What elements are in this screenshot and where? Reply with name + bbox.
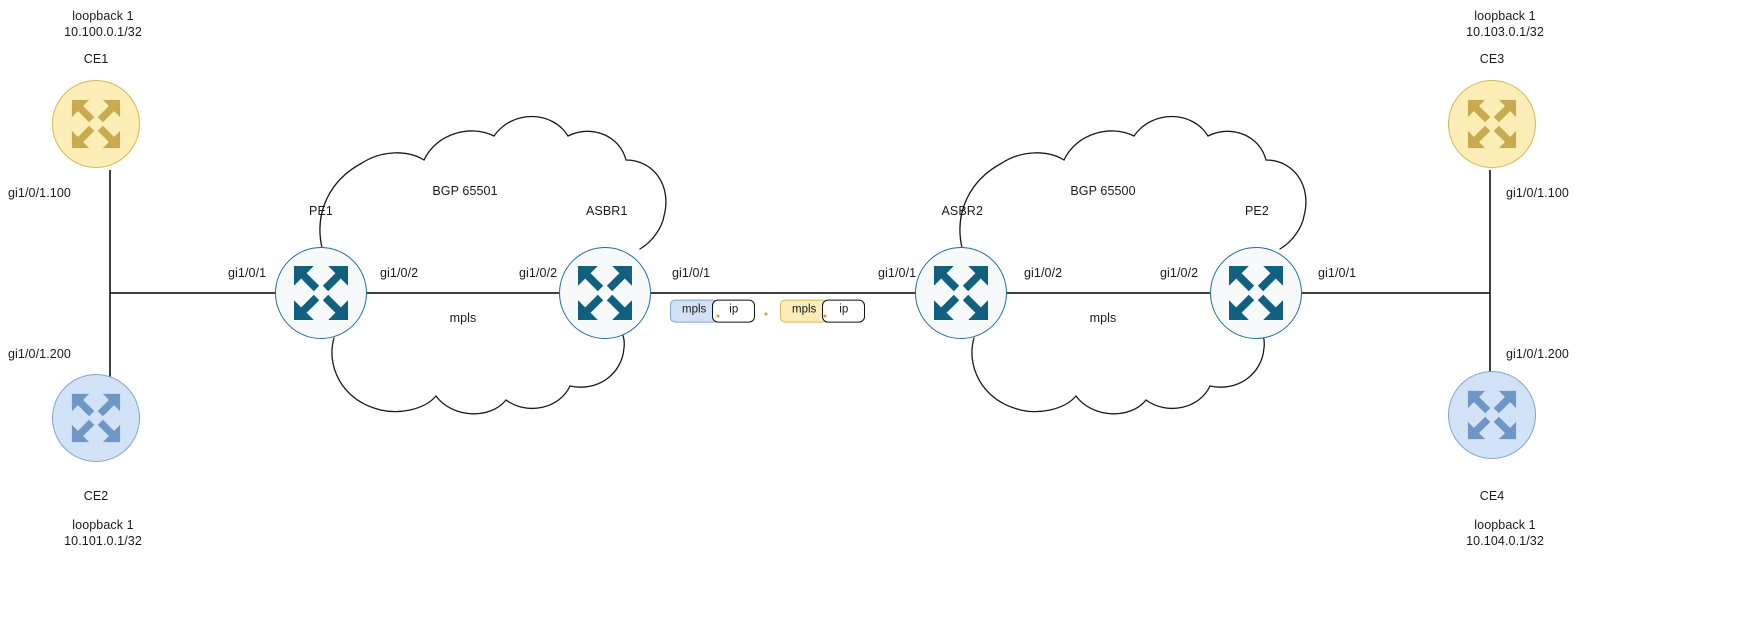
mpls-label-left: mpls [449, 311, 477, 325]
legend-dot-separator-blue [716, 314, 720, 318]
asbr1-left-iface-label: gi1/0/2 [519, 266, 558, 280]
asbr2-right-iface-label: gi1/0/2 [1024, 266, 1063, 280]
node-ce3[interactable] [1448, 80, 1536, 168]
cloud-left-as-label: BGP 65501 [432, 184, 498, 198]
ce4-iface-label: gi1/0/1.200 [1506, 347, 1569, 361]
ce3-loopback-label: loopback 1 [1474, 9, 1536, 23]
legend-dot-separator-middle [764, 312, 768, 316]
ce2-iface-label: gi1/0/1.200 [8, 347, 71, 361]
ce2-name: CE2 [83, 489, 109, 503]
legend-mpls-badge-gold[interactable]: mpls [780, 299, 829, 323]
ce1-name: CE1 [83, 52, 109, 66]
node-asbr1[interactable] [559, 247, 651, 339]
router-arrows-icon [1229, 266, 1283, 320]
pe1-left-iface-label: gi1/0/1 [228, 266, 267, 280]
router-arrows-icon [71, 99, 121, 149]
legend-mpls-badge-blue[interactable]: mpls [670, 299, 719, 323]
ce4-loopback-ip: 10.104.0.1/32 [1466, 534, 1544, 548]
legend-dot-separator-gold [823, 314, 827, 318]
pe1-right-iface-label: gi1/0/2 [380, 266, 419, 280]
ce3-loopback-ip: 10.103.0.1/32 [1466, 25, 1544, 39]
asbr1-name: ASBR1 [586, 204, 628, 218]
asbr2-name: ASBR2 [941, 204, 983, 218]
router-arrows-icon [934, 266, 988, 320]
node-pe2[interactable] [1210, 247, 1302, 339]
pe2-name: PE2 [1245, 204, 1269, 218]
router-arrows-icon [1467, 390, 1517, 440]
pe1-name: PE1 [309, 204, 333, 218]
router-arrows-icon [294, 266, 348, 320]
ce1-loopback-label: loopback 1 [72, 9, 134, 23]
ce2-loopback-ip: 10.101.0.1/32 [64, 534, 142, 548]
node-ce2[interactable] [52, 374, 140, 462]
ce1-loopback-ip: 10.100.0.1/32 [64, 25, 142, 39]
asbr1-right-iface-label: gi1/0/1 [672, 266, 711, 280]
legend-badge-group-gold[interactable]: mpls ip [780, 299, 866, 323]
router-arrows-icon [578, 266, 632, 320]
legend-badge-group-blue[interactable]: mpls ip [670, 299, 756, 323]
ce3-name: CE3 [1479, 52, 1505, 66]
legend-ip-badge-gold[interactable]: ip [822, 299, 866, 323]
node-asbr2[interactable] [915, 247, 1007, 339]
router-arrows-icon [71, 393, 121, 443]
router-arrows-icon [1467, 99, 1517, 149]
pe2-right-iface-label: gi1/0/1 [1318, 266, 1357, 280]
asbr2-left-iface-label: gi1/0/1 [878, 266, 917, 280]
ce4-loopback-label: loopback 1 [1474, 518, 1536, 532]
cloud-right-as-label: BGP 65500 [1070, 184, 1136, 198]
legend-ip-badge-blue[interactable]: ip [712, 299, 756, 323]
ce1-iface-label: gi1/0/1.100 [8, 186, 71, 200]
node-ce4[interactable] [1448, 371, 1536, 459]
node-ce1[interactable] [52, 80, 140, 168]
ce3-iface-label: gi1/0/1.100 [1506, 186, 1569, 200]
mpls-label-right: mpls [1089, 311, 1117, 325]
ce2-loopback-label: loopback 1 [72, 518, 134, 532]
ce4-name: CE4 [1479, 489, 1505, 503]
pe2-left-iface-label: gi1/0/2 [1160, 266, 1199, 280]
node-pe1[interactable] [275, 247, 367, 339]
